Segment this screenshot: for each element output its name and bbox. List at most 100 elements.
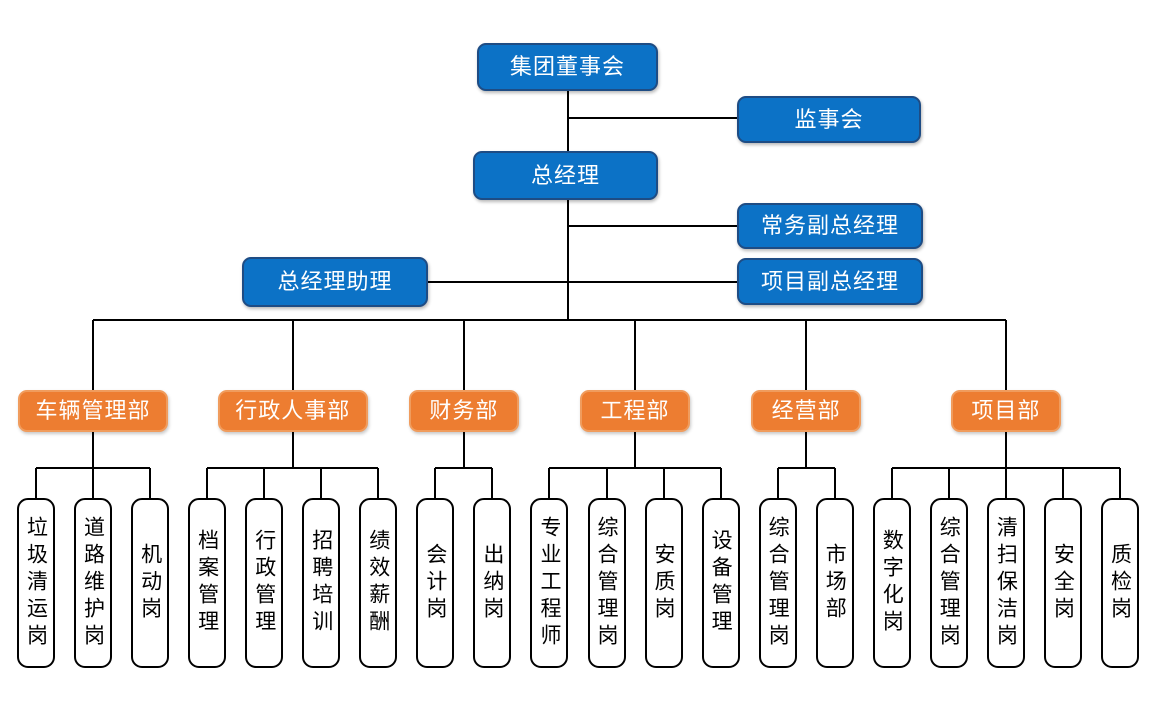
connector-line	[1118, 468, 1121, 498]
node-label: 绩效薪酬	[366, 529, 390, 637]
connector-line	[605, 468, 608, 498]
connector-line	[805, 432, 808, 468]
connector-line	[428, 281, 737, 283]
connector-line	[634, 320, 637, 390]
position-node: 设备管理	[701, 498, 740, 668]
connector-line	[93, 319, 1006, 321]
position-node: 综合管理岗	[758, 498, 797, 668]
node-label: 档案管理	[195, 529, 219, 637]
node-general-manager: 总经理	[473, 151, 658, 200]
position-node: 清扫保洁岗	[986, 498, 1025, 668]
node-label: 设备管理	[709, 529, 733, 637]
position-node: 质检岗	[1100, 498, 1139, 668]
connector-line	[1061, 468, 1064, 498]
connector-line	[92, 320, 95, 390]
dept-node: 经营部	[751, 390, 862, 432]
node-label: 总经理助理	[277, 269, 393, 294]
position-node: 安质岗	[644, 498, 683, 668]
position-node: 数字化岗	[872, 498, 911, 668]
node-label: 财务部	[429, 398, 499, 423]
node-label: 工程部	[600, 398, 670, 423]
position-node: 绩效薪酬	[359, 498, 398, 668]
node-label: 机动岗	[138, 542, 162, 624]
connector-line	[35, 468, 37, 498]
connector-line	[566, 200, 569, 320]
connector-line	[320, 468, 323, 498]
position-node: 机动岗	[131, 498, 170, 668]
node-label: 出纳岗	[480, 542, 504, 624]
node-label: 综合管理岗	[766, 515, 790, 651]
node-deputy-gm-project: 项目副总经理	[737, 258, 923, 305]
node-label: 项目部	[971, 398, 1041, 423]
connector-line	[1004, 320, 1007, 390]
connector-line	[1004, 468, 1007, 498]
position-node: 道路维护岗	[74, 498, 113, 668]
node-label: 综合管理岗	[595, 515, 618, 651]
node-label: 综合管理岗	[937, 515, 961, 651]
node-label: 垃圾清运岗	[24, 515, 48, 651]
connector-line	[634, 432, 637, 468]
position-node: 会计岗	[416, 498, 455, 668]
connector-line	[291, 432, 294, 468]
connector-line	[833, 468, 836, 498]
connector-line	[1004, 432, 1007, 468]
connector-line	[491, 468, 494, 498]
node-gm-assistant: 总经理助理	[242, 257, 428, 307]
connector-line	[462, 320, 465, 390]
dept-node: 行政人事部	[217, 390, 368, 432]
node-label: 道路维护岗	[81, 515, 105, 651]
position-node: 行政管理	[245, 498, 284, 668]
connector-line	[206, 468, 209, 498]
dept-node: 项目部	[950, 390, 1061, 432]
node-label: 会计岗	[423, 542, 447, 624]
position-node: 出纳岗	[473, 498, 512, 668]
position-node: 安全岗	[1043, 498, 1082, 668]
position-node: 市场部	[815, 498, 854, 668]
connector-line	[207, 467, 379, 469]
node-label: 清扫保洁岗	[994, 515, 1018, 651]
connector-line	[566, 91, 569, 151]
connector-line	[92, 468, 95, 498]
connector-line	[434, 468, 437, 498]
connector-line	[548, 468, 551, 498]
node-group-board: 集团董事会	[477, 43, 658, 91]
dept-node: 财务部	[408, 390, 519, 432]
connector-line	[462, 432, 465, 468]
node-label: 经营部	[771, 398, 841, 423]
connector-line	[92, 432, 95, 468]
position-node: 综合管理岗	[929, 498, 968, 668]
node-label: 行政管理	[252, 529, 276, 637]
node-supervisory-board: 监事会	[737, 96, 921, 143]
node-label: 常务副总经理	[760, 213, 899, 238]
node-label: 数字化岗	[880, 529, 904, 637]
connector-line	[719, 468, 722, 498]
connector-line	[567, 225, 737, 227]
node-label: 安全岗	[1051, 542, 1075, 624]
dept-node: 车辆管理部	[18, 390, 169, 432]
connector-line	[291, 320, 294, 390]
connector-line	[805, 320, 808, 390]
node-label: 车辆管理部	[35, 398, 151, 423]
connector-line	[947, 468, 950, 498]
connector-line	[567, 117, 737, 119]
node-deputy-gm-executive: 常务副总经理	[737, 203, 923, 249]
node-label: 集团董事会	[509, 54, 625, 79]
node-label: 专业工程师	[537, 515, 561, 651]
node-label: 行政人事部	[235, 398, 351, 423]
position-node: 垃圾清运岗	[17, 498, 55, 668]
position-node: 综合管理岗	[587, 498, 626, 668]
node-label: 项目副总经理	[760, 268, 899, 294]
connector-line	[776, 468, 779, 498]
node-label: 监事会	[794, 106, 864, 132]
connector-line	[377, 468, 380, 498]
position-node: 专业工程师	[530, 498, 569, 668]
connector-line	[435, 467, 493, 469]
position-node: 档案管理	[188, 498, 227, 668]
node-label: 总经理	[530, 162, 600, 188]
connector-line	[777, 467, 835, 469]
connector-line	[890, 468, 893, 498]
node-label: 招聘培训	[309, 529, 333, 637]
connector-line	[149, 468, 152, 498]
node-label: 安质岗	[652, 542, 676, 624]
